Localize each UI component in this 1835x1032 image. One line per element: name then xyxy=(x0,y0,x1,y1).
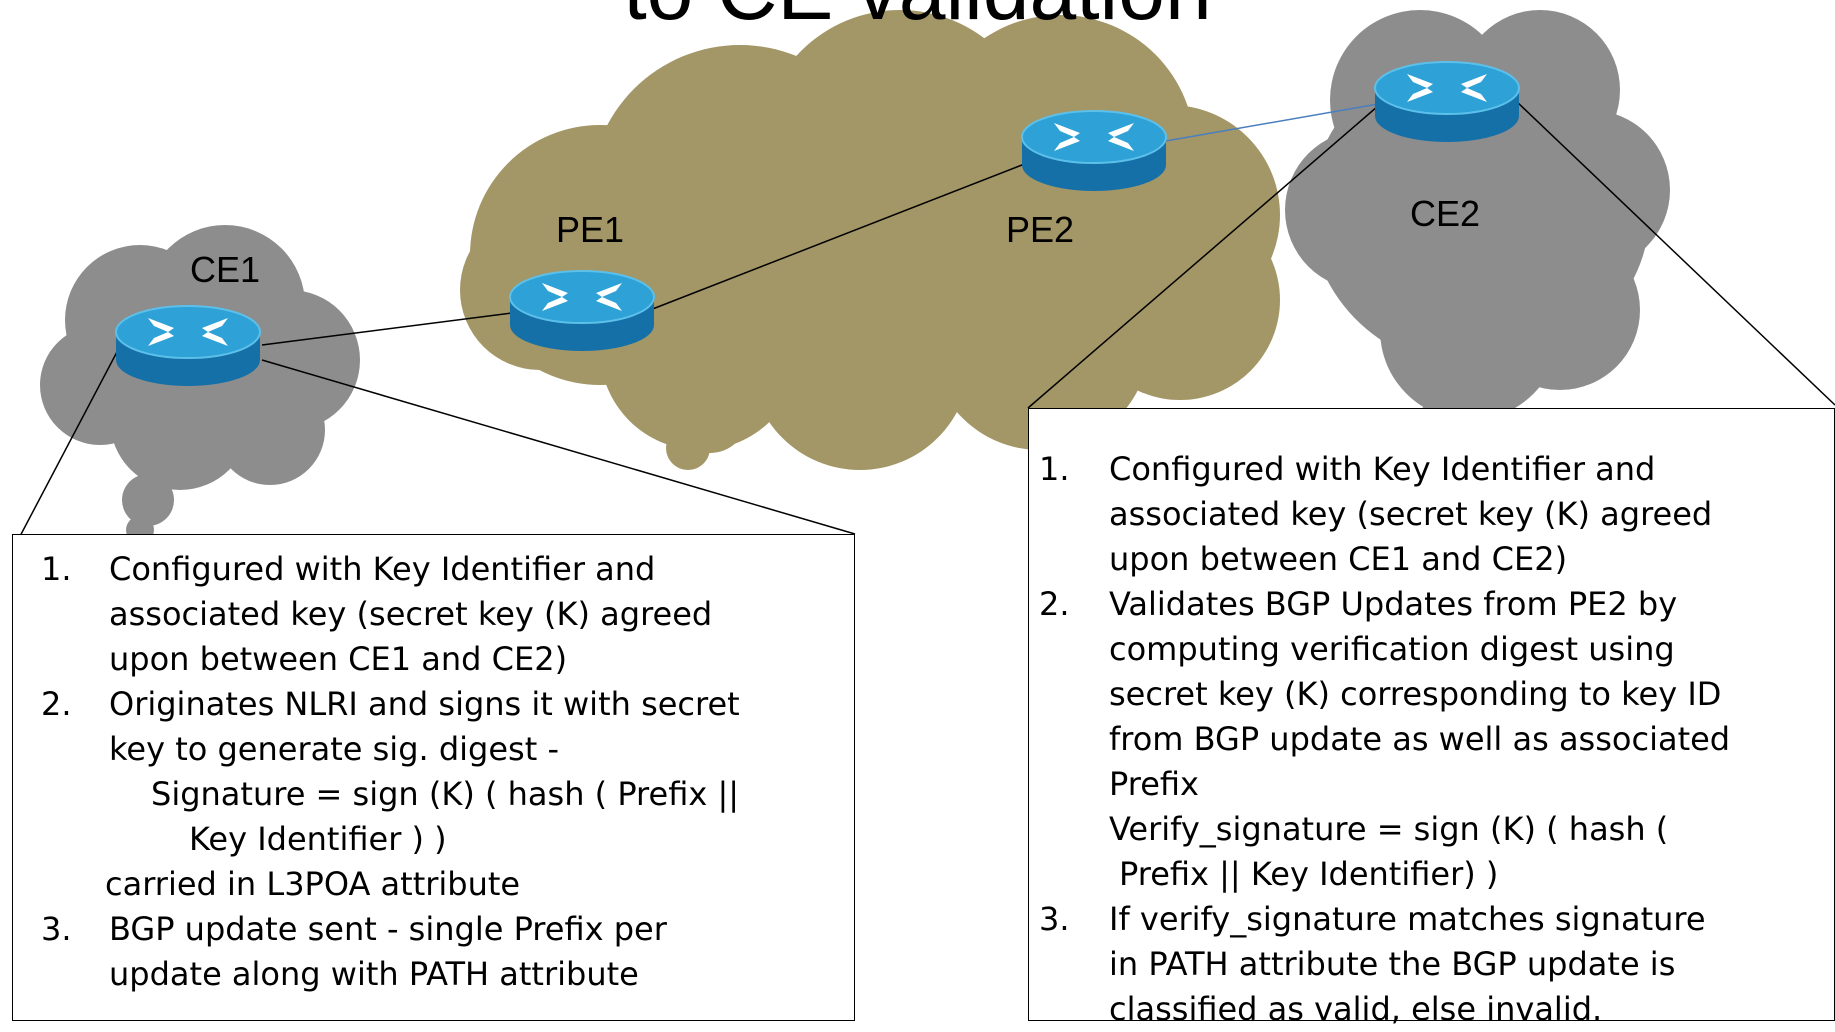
pe1-label: PE1 xyxy=(556,209,625,250)
step-text-line: Originates NLRI and signs it with secret xyxy=(109,685,740,723)
link-pe2-ce2 xyxy=(1159,103,1379,143)
diagram-title: to CE validation xyxy=(0,0,1835,32)
step-text-line: Verify_signature = sign (K) ( hash ( xyxy=(1109,810,1669,848)
router-icon xyxy=(115,305,261,387)
step-number: 3. xyxy=(1039,900,1070,938)
step-number: 1. xyxy=(1039,450,1070,488)
step-text-line: carried in L3POA attribute xyxy=(105,865,521,903)
ce2-callout-line-right xyxy=(1514,99,1835,406)
step-number: 2. xyxy=(1039,585,1070,623)
step-text-line: Configured with Key Identifier and xyxy=(1109,450,1656,488)
list-item: 2. Originates NLRI and signs it with sec… xyxy=(13,682,854,907)
step-text-line: upon between CE1 and CE2) xyxy=(1109,540,1568,578)
link-pe1-pe2 xyxy=(649,157,1041,311)
router-icon xyxy=(1021,110,1167,192)
provider-cloud xyxy=(460,10,1280,470)
step-text-line: key to generate sig. digest - xyxy=(109,730,559,768)
list-item: 1. Configured with Key Identifier and as… xyxy=(13,547,854,682)
step-text-line: If verify_signature matches signature xyxy=(1109,900,1706,938)
ce2-callout-line-left xyxy=(1027,99,1386,409)
step-text-line: associated key (secret key (K) agreed xyxy=(109,595,713,633)
ce1-steps-list: 1. Configured with Key Identifier and as… xyxy=(13,547,854,997)
ce2-label: CE2 xyxy=(1410,193,1481,234)
ce1-callout-line-left xyxy=(17,349,119,541)
step-text-line: upon between CE1 and CE2) xyxy=(109,640,568,678)
step-number: 1. xyxy=(41,550,72,588)
router-icon xyxy=(509,270,655,352)
step-text-line: Signature = sign (K) ( hash ( Prefix || xyxy=(151,775,740,813)
step-text-line: Configured with Key Identifier and xyxy=(109,550,656,588)
step-text-line: classified as valid, else invalid. xyxy=(1109,990,1603,1028)
list-item: 1. Configured with Key Identifier and as… xyxy=(1029,447,1834,582)
step-text-line: update along with PATH attribute xyxy=(109,955,639,993)
ce1-callout-line-right xyxy=(261,359,856,535)
step-text-line: Key Identifier ) ) xyxy=(189,820,447,858)
ce1-label: CE1 xyxy=(190,249,261,290)
step-text-line: BGP update sent - single Prefix per xyxy=(109,910,667,948)
step-text-line: computing verification digest using xyxy=(1109,630,1675,668)
step-number: 3. xyxy=(41,910,72,948)
link-ce1-pe1 xyxy=(261,312,513,346)
step-text-line: from BGP update as well as associated xyxy=(1109,720,1731,758)
list-item: 2. Validates BGP Updates from PE2 by com… xyxy=(1029,582,1834,897)
step-text-line: Prefix xyxy=(1109,765,1199,803)
step-number: 2. xyxy=(41,685,72,723)
ce2-cloud xyxy=(1285,10,1670,450)
ce2-steps-list: 1. Configured with Key Identifier and as… xyxy=(1029,447,1834,1032)
ce2-description-box: 1. Configured with Key Identifier and as… xyxy=(1028,408,1835,1028)
pe2-label: PE2 xyxy=(1006,209,1075,250)
ce1-description-box: 1. Configured with Key Identifier and as… xyxy=(12,534,855,1021)
list-item: 3. If verify_signature matches signature… xyxy=(1029,897,1834,1032)
list-item: 3. BGP update sent - single Prefix per u… xyxy=(13,907,854,997)
step-text-line: associated key (secret key (K) agreed xyxy=(1109,495,1713,533)
router-icon xyxy=(1374,61,1520,143)
step-text-line: Prefix || Key Identifier) ) xyxy=(1119,855,1499,893)
step-text-line: Validates BGP Updates from PE2 by xyxy=(1109,585,1678,623)
step-text-line: in PATH attribute the BGP update is xyxy=(1109,945,1676,983)
step-text-line: secret key (K) corresponding to key ID xyxy=(1109,675,1722,713)
